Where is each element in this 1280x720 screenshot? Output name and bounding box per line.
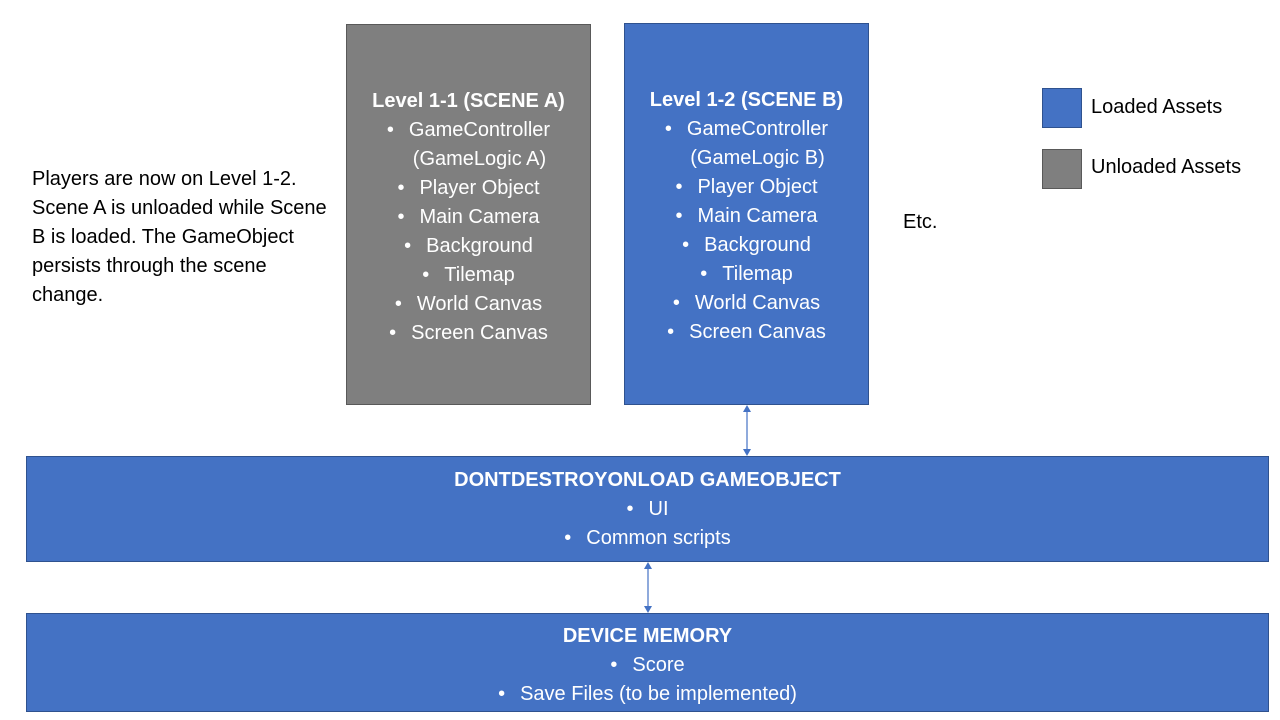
arrow-scene-b-to-dontdestroy <box>743 405 751 456</box>
dontdestroyonload-title: DONTDESTROYONLOAD GAMEOBJECT <box>454 469 841 491</box>
list-item: •UI <box>27 495 1268 524</box>
bullet-icon: • <box>564 527 572 549</box>
legend-unloaded-swatch <box>1042 149 1082 189</box>
bullet-icon: • <box>700 263 708 285</box>
bullet-icon: • <box>682 234 690 256</box>
scene-b-list: •GameController (GameLogic B) •Player Ob… <box>625 115 868 347</box>
bullet-icon: • <box>664 118 672 140</box>
bullet-icon: • <box>667 321 675 343</box>
legend-loaded-swatch <box>1042 88 1082 128</box>
bullet-icon: • <box>389 322 397 344</box>
scene-a-title: Level 1-1 (SCENE A) <box>372 90 565 112</box>
list-item: •World Canvas <box>347 290 590 319</box>
bullet-icon: • <box>672 292 680 314</box>
scene-b-box: Level 1-2 (SCENE B) •GameController (Gam… <box>624 23 869 405</box>
etc-label: Etc. <box>903 211 938 233</box>
bullet-icon: • <box>675 205 683 227</box>
bullet-icon: • <box>422 264 430 286</box>
list-item: (GameLogic A) <box>412 148 547 170</box>
device-memory-title: DEVICE MEMORY <box>562 625 733 647</box>
list-item: •GameController <box>625 115 868 144</box>
scene-b-title: Level 1-2 (SCENE B) <box>649 89 844 111</box>
list-item: •Score <box>27 651 1268 680</box>
list-item: •Screen Canvas <box>625 318 868 347</box>
bullet-icon: • <box>386 119 394 141</box>
explanation-note: Players are now on Level 1-2. Scene A is… <box>32 168 327 306</box>
bullet-icon: • <box>675 176 683 198</box>
bullet-icon: • <box>397 177 405 199</box>
list-item: (GameLogic B) <box>690 147 825 169</box>
list-item: •Player Object <box>347 174 590 203</box>
list-item: •Tilemap <box>347 261 590 290</box>
legend-unloaded-label: Unloaded Assets <box>1091 156 1242 178</box>
legend-loaded-label: Loaded Assets <box>1091 96 1223 118</box>
device-memory-box: DEVICE MEMORY •Score •Save Files (to be … <box>26 613 1269 712</box>
list-item: •Main Camera <box>347 203 590 232</box>
device-memory-list: •Score •Save Files (to be implemented) <box>27 651 1268 709</box>
list-item: •World Canvas <box>625 289 868 318</box>
dontdestroyonload-list: •UI •Common scripts <box>27 495 1268 553</box>
list-item: •Player Object <box>625 173 868 202</box>
arrow-dontdestroy-to-device-memory <box>644 562 652 613</box>
bullet-icon: • <box>610 654 618 676</box>
bullet-icon: • <box>498 683 506 705</box>
list-item: •Tilemap <box>625 260 868 289</box>
dontdestroyonload-box: DONTDESTROYONLOAD GAMEOBJECT •UI •Common… <box>26 456 1269 562</box>
list-item: •Save Files (to be implemented) <box>27 680 1268 709</box>
list-item: •Background <box>625 231 868 260</box>
list-item: •Screen Canvas <box>347 319 590 348</box>
bullet-icon: • <box>404 235 412 257</box>
bullet-icon: • <box>397 206 405 228</box>
scene-a-box: Level 1-1 (SCENE A) •GameController (Gam… <box>346 24 591 405</box>
list-item: •Background <box>347 232 590 261</box>
list-item: •GameController <box>347 116 590 145</box>
bullet-icon: • <box>626 498 634 520</box>
list-item: •Common scripts <box>27 524 1268 553</box>
bullet-icon: • <box>394 293 402 315</box>
list-item: •Main Camera <box>625 202 868 231</box>
scene-a-list: •GameController (GameLogic A) •Player Ob… <box>347 116 590 348</box>
